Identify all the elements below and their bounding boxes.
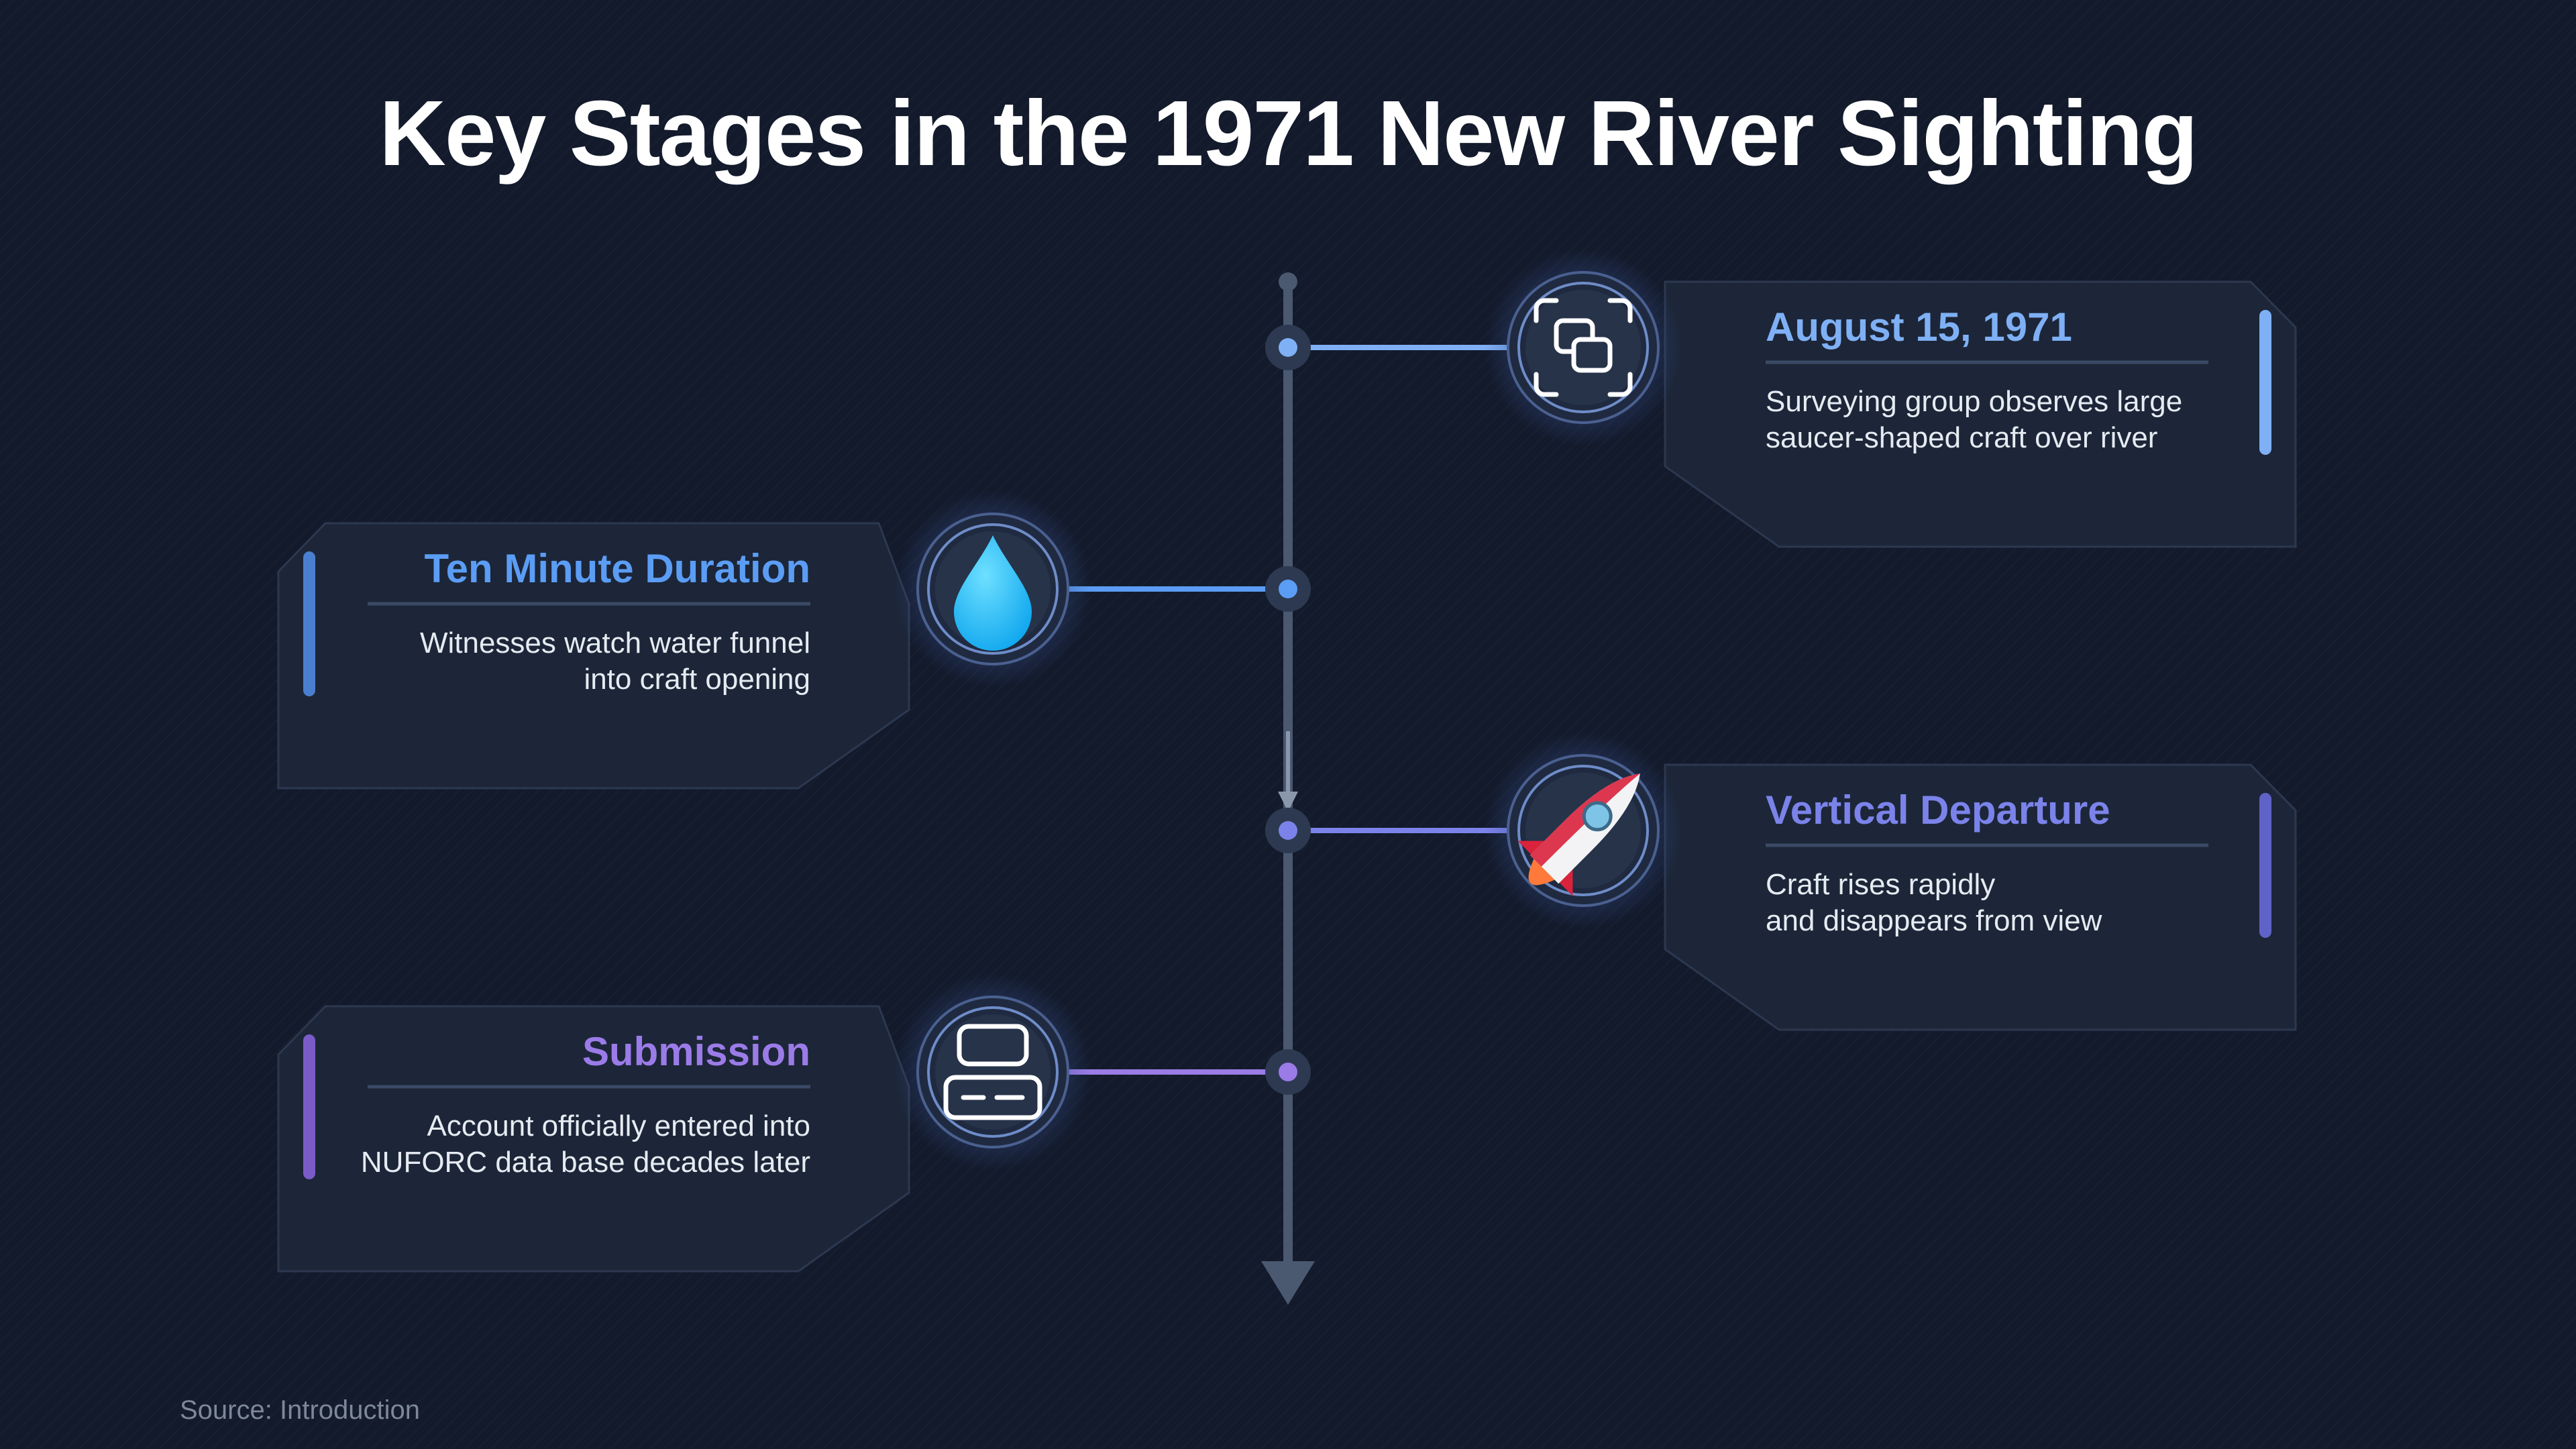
stage-4-description: Account officially entered into NUFORC d… xyxy=(361,1108,810,1181)
stage-3-description: Craft rises rapidly and disappears from … xyxy=(1766,867,2102,939)
stage-2-description: Witnesses watch water funnel into craft … xyxy=(420,625,810,698)
stage-4-node xyxy=(1279,1063,1297,1081)
stage-1-description-line-2: saucer-shaped craft over river xyxy=(1766,421,2158,454)
water-drop-icon xyxy=(954,535,1032,651)
database-form-icon xyxy=(943,1024,1042,1120)
stage-4-icon-ring-inner xyxy=(927,1006,1059,1138)
stage-1-graphics xyxy=(1265,248,2297,548)
rocket-icon xyxy=(1517,773,1640,896)
stage-4-description-line-1: Account officially entered into xyxy=(427,1110,810,1142)
stage-2-node xyxy=(1279,580,1297,598)
stage-4-graphics xyxy=(277,973,1311,1273)
stage-3-graphics xyxy=(1265,731,2297,1031)
stage-3-title: Vertical Departure xyxy=(1766,788,2110,833)
stage-3-description-line-2: and disappears from view xyxy=(1766,904,2102,937)
stage-3-description-line-1: Craft rises rapidly xyxy=(1766,868,1996,901)
stage-1-description-line-1: Surveying group observes large xyxy=(1766,385,2183,418)
stage-3-card xyxy=(1664,763,2297,1031)
stage-2-accent-bar xyxy=(303,551,315,696)
stage-1-description: Surveying group observes large saucer-sh… xyxy=(1766,384,2182,456)
stage-2-title: Ten Minute Duration xyxy=(424,546,810,591)
direction-arrow-head xyxy=(1278,792,1298,812)
stage-1-card xyxy=(1664,280,2297,548)
stage-1-accent-bar xyxy=(2259,310,2271,455)
stage-3-accent-bar xyxy=(2259,793,2271,938)
stage-3-node xyxy=(1279,821,1297,840)
stage-4-description-line-2: NUFORC data base decades later xyxy=(360,1146,810,1179)
stage-2-description-line-1: Witnesses watch water funnel xyxy=(419,627,810,659)
stage-4-icon-disc xyxy=(935,1014,1051,1130)
stage-2-icon-ring-inner xyxy=(927,523,1059,655)
overlapping-squares-icon xyxy=(1534,298,1633,397)
stage-1-node xyxy=(1279,338,1297,357)
stage-3-icon-ring-inner xyxy=(1517,765,1649,896)
spine-arrowhead xyxy=(1261,1261,1315,1305)
stage-1-title: August 15, 1971 xyxy=(1766,305,2072,350)
stage-2-card xyxy=(277,522,910,790)
stage-1-icon-ring-inner xyxy=(1517,282,1649,413)
stage-4-title: Submission xyxy=(582,1029,810,1074)
stage-4-accent-bar xyxy=(303,1034,315,1179)
stage-4-card xyxy=(277,1005,910,1273)
stage-2-graphics xyxy=(277,490,1311,790)
spine-start-cap xyxy=(1279,272,1297,291)
page-title: Key Stages in the 1971 New River Sightin… xyxy=(379,82,2198,185)
source-note: Source: Introduction xyxy=(180,1395,420,1425)
stage-2-description-line-2: into craft opening xyxy=(584,663,810,696)
